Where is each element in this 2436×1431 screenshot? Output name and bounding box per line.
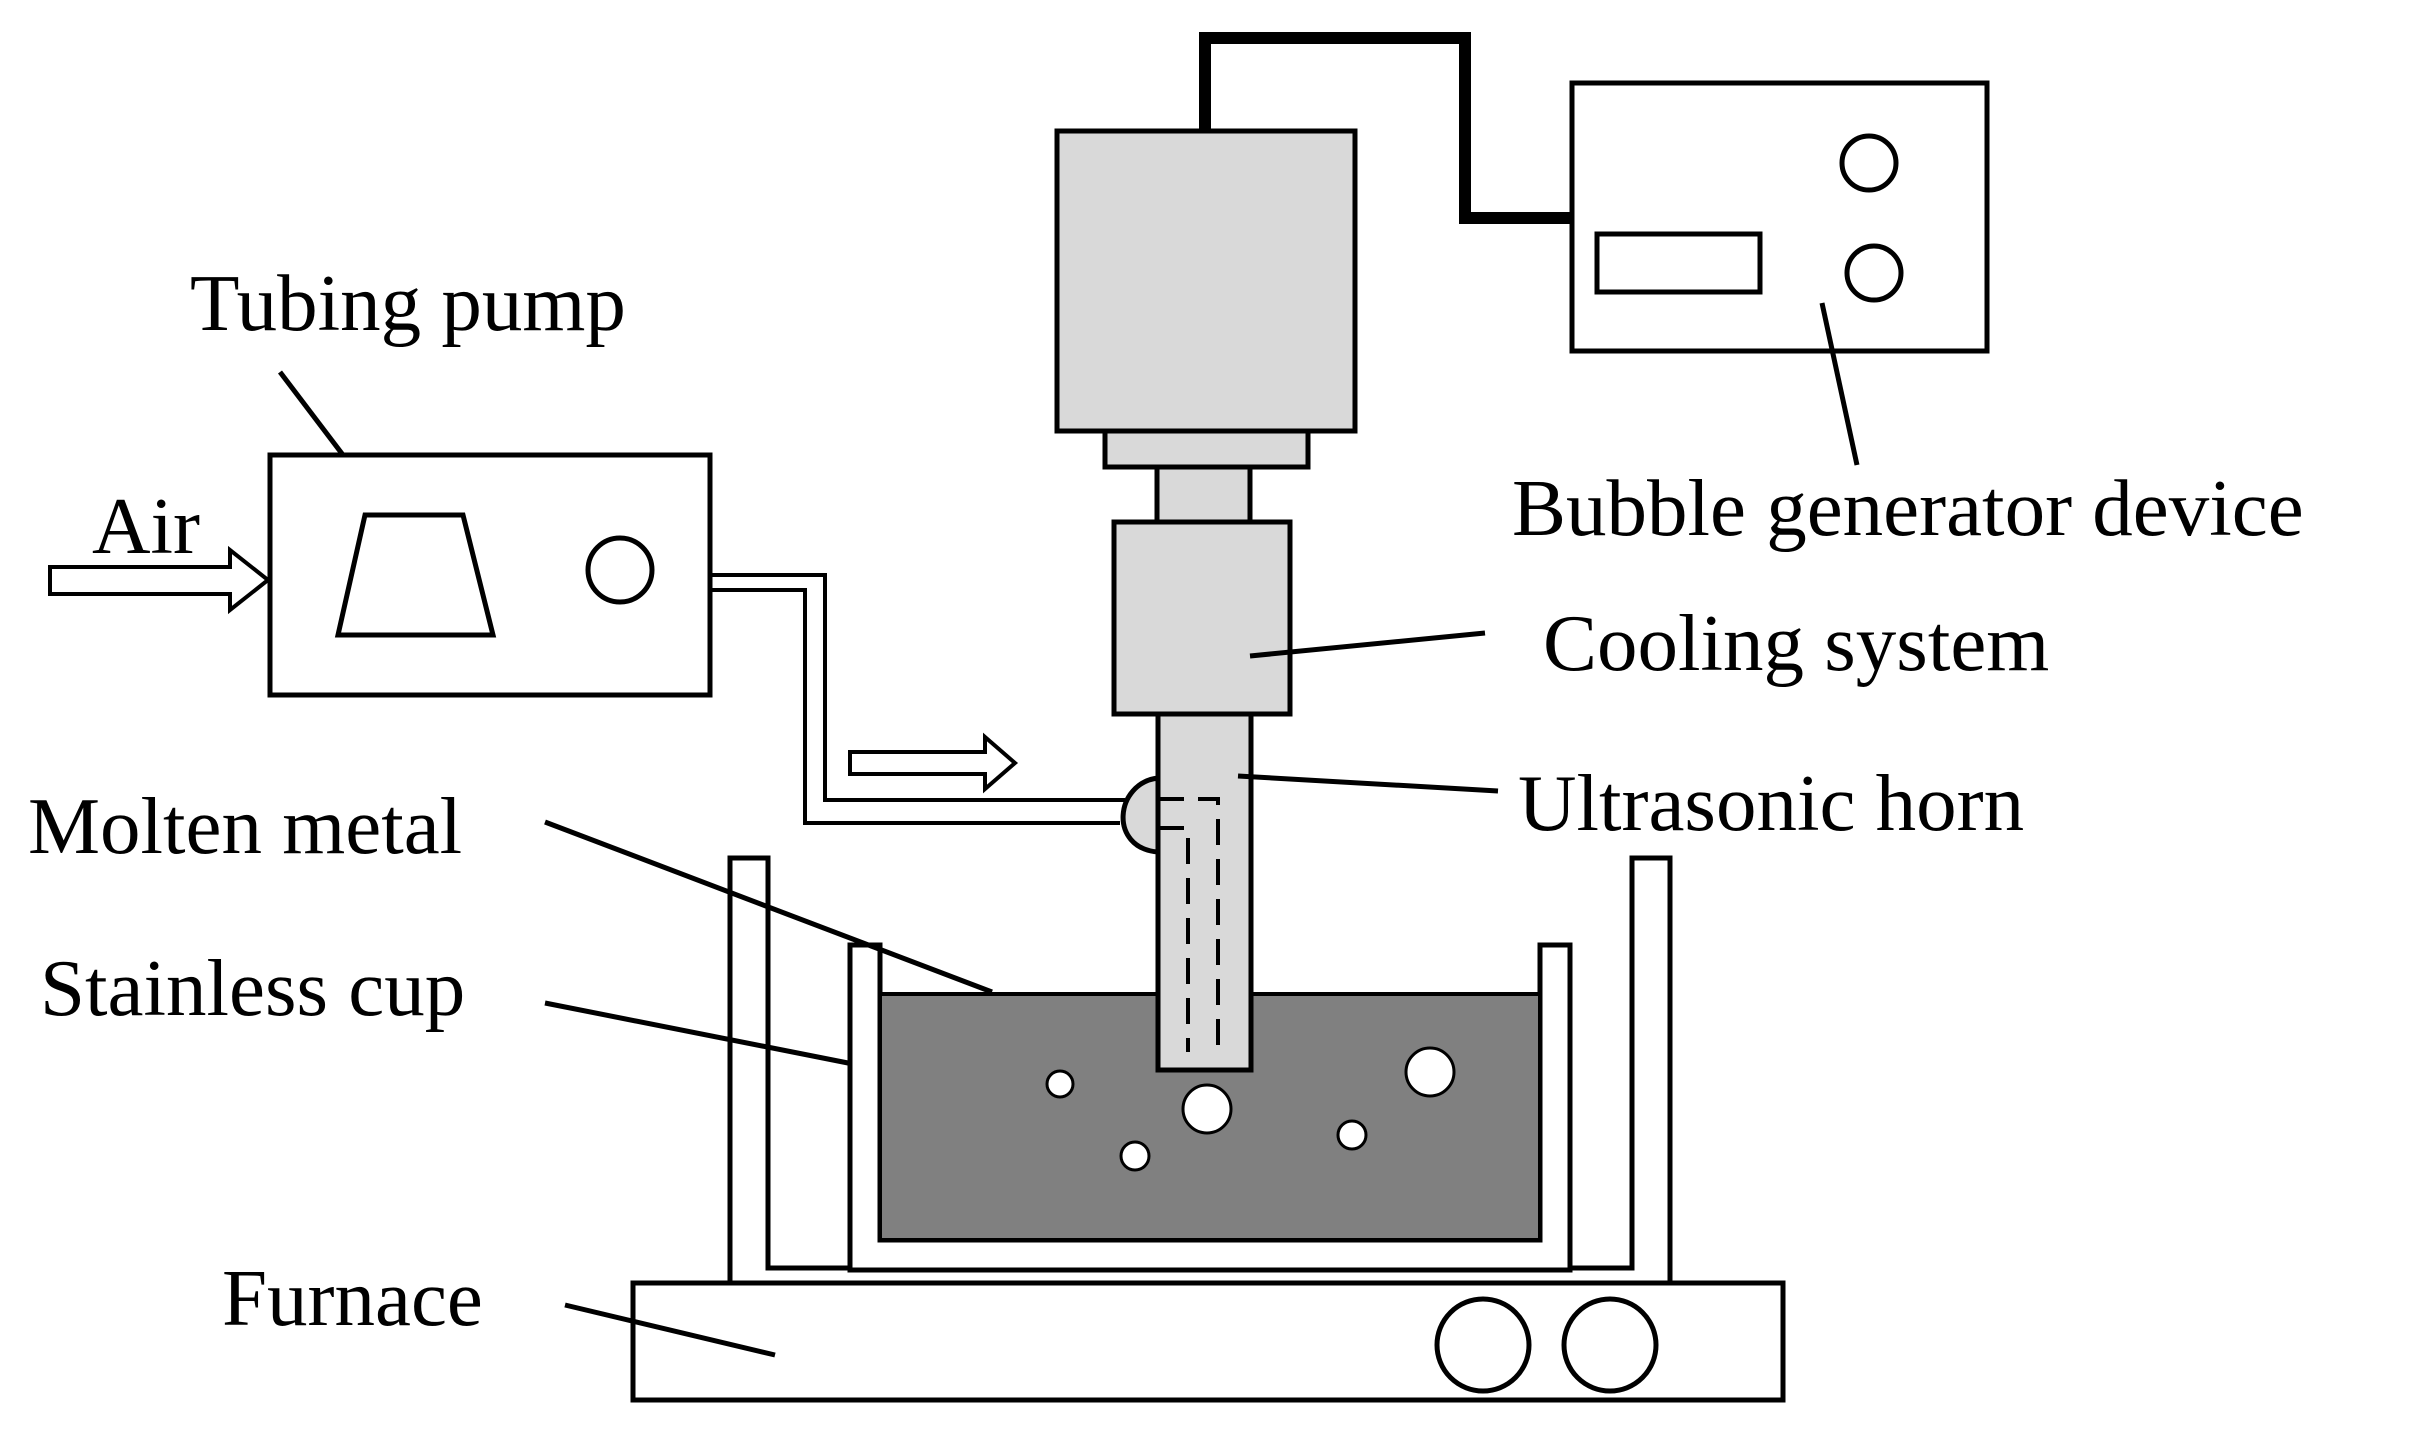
bubble-generator-knob-top <box>1839 133 1899 193</box>
furnace-knob-left <box>1434 1296 1532 1394</box>
air-channel-outer <box>1158 797 1220 1052</box>
bubble <box>1045 1069 1075 1099</box>
bubble <box>1181 1083 1233 1135</box>
label-cooling-system: Cooling system <box>1543 598 2049 688</box>
label-tubing-pump: Tubing pump <box>190 258 626 348</box>
label-ultrasonic-horn: Ultrasonic horn <box>1518 758 2024 848</box>
tubing-pump-knob <box>585 535 655 605</box>
label-furnace: Furnace <box>222 1253 483 1343</box>
air-nozzle <box>1120 775 1161 855</box>
air-tube-upper-wall <box>710 573 1125 802</box>
bubble-generator-display <box>1594 231 1763 295</box>
transducer-flange <box>1102 428 1311 470</box>
bubble <box>1404 1046 1456 1098</box>
label-bubble-generator: Bubble generator device <box>1512 463 2304 553</box>
bubble-generator-box <box>1569 80 1990 354</box>
leader-cooling-system <box>1249 630 1486 659</box>
air-tube-lower-wall <box>710 588 1120 825</box>
leader-lines <box>278 302 1860 1358</box>
power-cable <box>1199 32 1572 224</box>
label-molten-metal: Molten metal <box>28 781 462 871</box>
ultrasonic-horn-body <box>1155 711 1254 1073</box>
furnace <box>630 855 1786 1403</box>
leader-bubble-generator <box>1819 302 1860 466</box>
label-air: Air <box>92 481 200 571</box>
transducer-body <box>1054 128 1358 434</box>
air-channel-inner <box>1158 826 1190 1052</box>
transducer-neck <box>1154 464 1253 525</box>
label-stainless-cup: Stainless cup <box>40 943 465 1033</box>
pump-head-icon <box>334 512 497 638</box>
air-inlet-arrow <box>48 545 272 615</box>
cooling-system-body <box>1111 519 1293 717</box>
tubing-pump <box>267 452 713 698</box>
leader-stainless-cup <box>544 1000 849 1066</box>
air-flow-arrow <box>848 732 1019 794</box>
ultrasonic-assembly <box>1054 128 1358 1073</box>
bubbles <box>1045 1046 1456 1172</box>
bubble-generator-knob-bottom <box>1844 243 1904 303</box>
air-tube <box>710 573 1125 825</box>
bubble-generator-device <box>1569 80 1990 354</box>
leader-tubing-pump <box>278 370 345 457</box>
leader-molten-metal <box>544 819 993 995</box>
bubble <box>1336 1119 1368 1151</box>
leader-ultrasonic-horn <box>1237 773 1499 794</box>
bubble <box>1119 1140 1151 1172</box>
furnace-knob-right <box>1561 1296 1659 1394</box>
leader-furnace <box>564 1302 776 1358</box>
